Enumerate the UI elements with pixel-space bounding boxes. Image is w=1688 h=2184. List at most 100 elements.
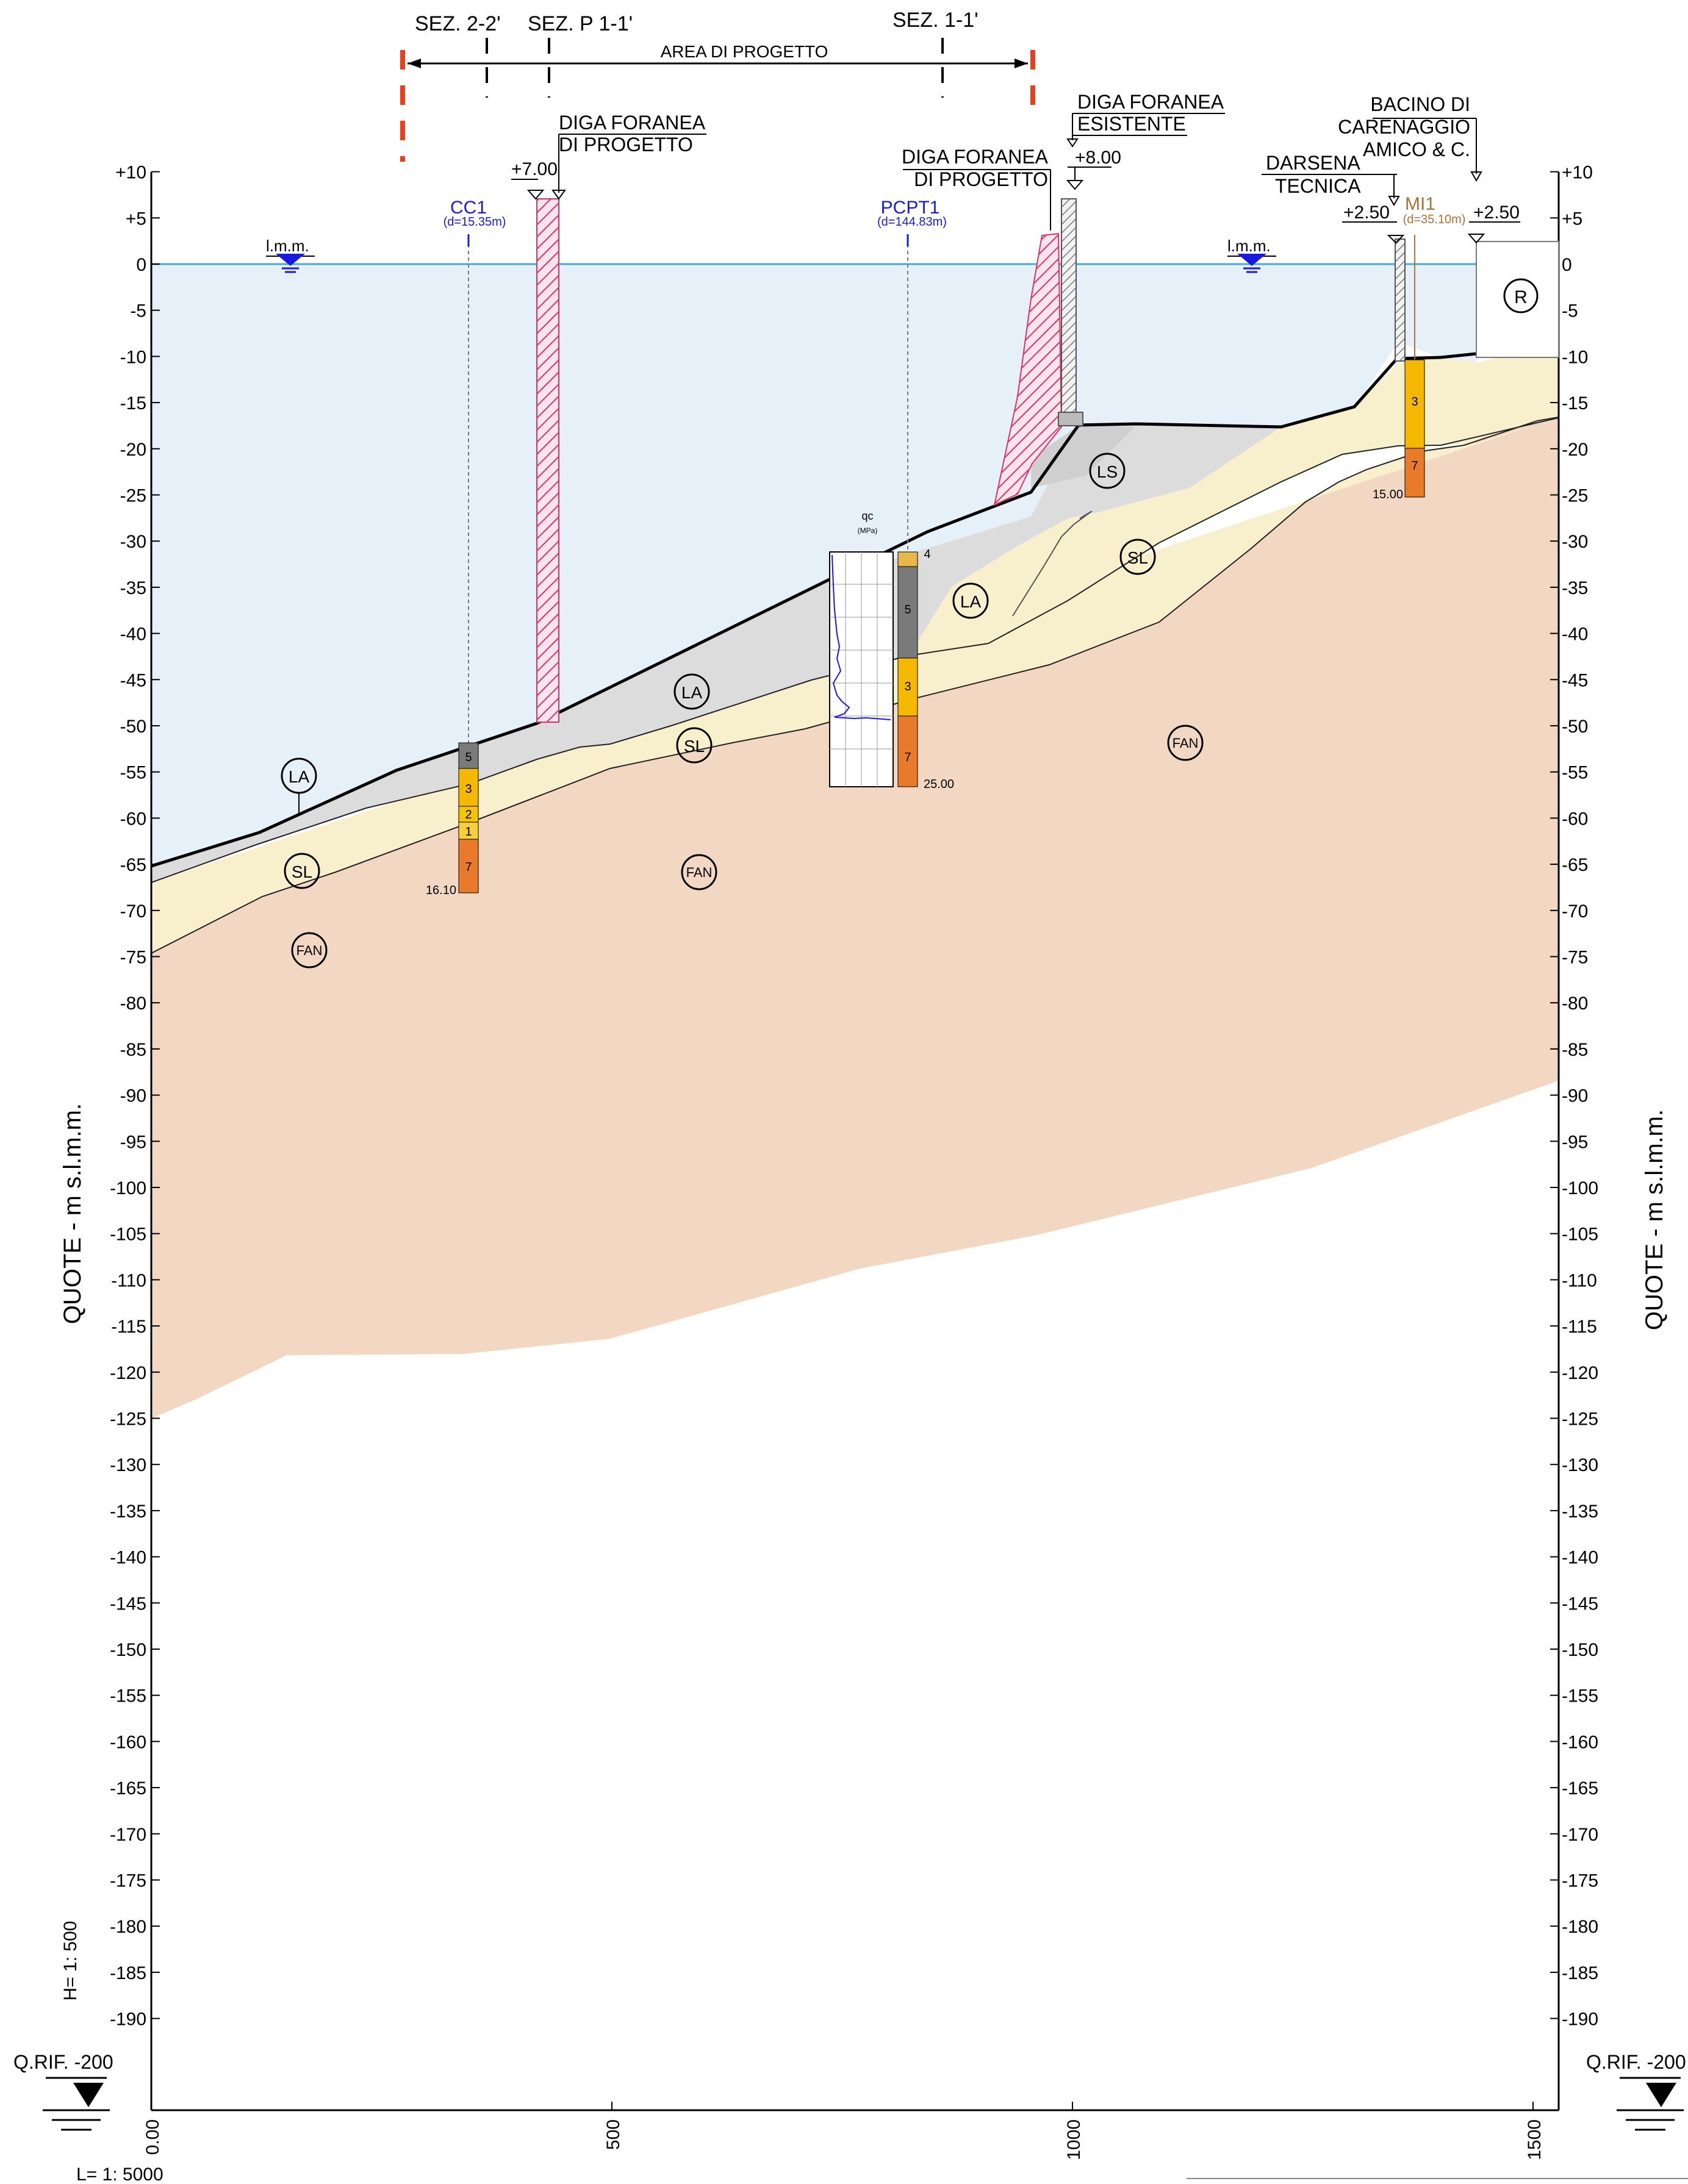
left-tick-label: -85 — [120, 1040, 146, 1060]
sea-level-marker-right: l.m.m. — [1227, 237, 1276, 273]
bottom-tick-label: 1500 — [1525, 2119, 1545, 2160]
unit-label-sl-1: SL — [284, 853, 320, 889]
mi1-layer-3-label: 3 — [1411, 395, 1418, 409]
qc-unit: (MPa) — [858, 526, 878, 535]
unit-label-sl-3: SL — [1119, 539, 1156, 575]
unit-label-fan-1: FAN — [291, 932, 328, 968]
left-tick-label: -100 — [110, 1178, 146, 1198]
existing-breakwater-label-b: ESISTENTE — [1077, 113, 1186, 135]
existing-breakwater-base — [1058, 412, 1083, 426]
left-tick-label: -95 — [120, 1132, 146, 1152]
left-tick-label: -25 — [120, 486, 146, 506]
cc1-layer-7 — [458, 839, 479, 893]
unit-label-sl-2: SL — [676, 727, 713, 764]
left-tick-label: -170 — [110, 1825, 146, 1845]
darsena-wall — [1395, 238, 1406, 362]
right-tick-label: -185 — [1562, 1963, 1598, 1983]
cc1-layer-2-label: 2 — [465, 808, 472, 822]
left-tick-label: -185 — [110, 1963, 146, 1983]
bacino-elev-mark — [1467, 234, 1485, 244]
pcpt1-layer-5 — [897, 566, 918, 659]
bacino-label-c: AMICO & C. — [1363, 138, 1470, 160]
left-tick-label: -70 — [120, 901, 146, 922]
right-tick-label: -180 — [1562, 1917, 1598, 1937]
sea-level-label-left: l.m.m. — [266, 237, 309, 255]
left-tick-label: -190 — [110, 2010, 146, 2030]
existing-breakwater — [1061, 198, 1077, 424]
pcpt1-layer-4 — [897, 551, 918, 567]
mi1-layer-3 — [1404, 359, 1425, 449]
new-breakwater-2-label-b: DI PROGETTO — [914, 168, 1048, 190]
right-tick-label: -105 — [1562, 1225, 1598, 1245]
cc1-layer-1-label: 1 — [465, 825, 472, 839]
right-tick-label: 0 — [1562, 255, 1572, 275]
left-tick-label: -130 — [110, 1455, 146, 1475]
svg-text:SL: SL — [1127, 548, 1148, 567]
right-tick-label: -190 — [1562, 2010, 1598, 2030]
left-tick-label: -155 — [110, 1686, 146, 1706]
svg-text:SL: SL — [684, 737, 705, 756]
reference-datum-left: Q.RIF. -200 — [13, 2051, 113, 2131]
cc1-layer-2 — [458, 806, 479, 823]
left-tick-label: -180 — [110, 1917, 146, 1937]
area-arrow-right — [1015, 59, 1028, 68]
bottom-tick-label: 0.00 — [143, 2119, 163, 2155]
cc1-depth: 16.10 — [426, 884, 456, 897]
right-tick-label: -5 — [1562, 301, 1578, 321]
qc-title: qc — [861, 510, 873, 522]
left-tick-label: -110 — [111, 1270, 146, 1291]
new-breakwater-1-arrow — [551, 190, 566, 200]
rubble-mound — [1031, 425, 1135, 488]
right-tick-label: -165 — [1562, 1778, 1598, 1799]
pcpt1-layer-3-label: 3 — [904, 680, 911, 693]
left-tick-label: -175 — [110, 1871, 146, 1891]
left-tick-label: -105 — [110, 1225, 146, 1245]
left-tick-label: 0 — [136, 255, 146, 275]
left-tick-label: -120 — [110, 1363, 146, 1383]
svg-text:LA: LA — [681, 683, 703, 702]
sl-fan-contact — [151, 417, 1559, 954]
cc1-layer-3-label: 3 — [465, 782, 472, 796]
r-marker-label: R — [1514, 287, 1528, 307]
section-1-1-label: SEZ. 1-1' — [892, 9, 979, 32]
right-tick-label: -40 — [1562, 625, 1588, 645]
left-tick-label: -75 — [120, 948, 146, 968]
right-tick-label: -20 — [1562, 440, 1588, 460]
pcpt1-layer-5-label: 5 — [904, 603, 911, 617]
left-tick-label: -115 — [111, 1317, 146, 1337]
left-tick-label: -145 — [110, 1594, 146, 1614]
left-tick-label: -10 — [120, 347, 146, 367]
pcpt1-layer-7-label: 7 — [904, 751, 911, 764]
svg-text:FAN: FAN — [1173, 736, 1199, 751]
section-p-1-1-label: SEZ. P 1-1' — [528, 12, 633, 35]
pcpt1-layer-4-label: 4 — [924, 548, 930, 561]
darsena-elev-mark — [1387, 235, 1405, 244]
right-tick-label: -30 — [1562, 532, 1588, 552]
right-tick-label: -150 — [1562, 1640, 1598, 1660]
reference-datum-right: Q.RIF. -200 — [1586, 2051, 1686, 2131]
bottom-tick-label: 500 — [603, 2119, 623, 2150]
right-tick-label: -140 — [1562, 1548, 1598, 1568]
left-tick-label: -165 — [110, 1778, 146, 1799]
unit-label-ls-1: LS — [1089, 453, 1126, 489]
right-axis-title: QUOTE - m s.l.m.m. — [1641, 1109, 1668, 1330]
borehole-pcpt1: PCPT1 (d=144.83m) qc (MPa) 4 5 3 7 25.00 — [829, 198, 954, 791]
right-tick-label: -110 — [1562, 1270, 1597, 1291]
borehole-mi1: MI1 (d=35.10m) 3 7 15.00 — [1373, 194, 1465, 501]
sl-unit — [151, 345, 1559, 953]
scale-l-label: L= 1: 5000 — [76, 2164, 163, 2184]
r-marker-circle — [1503, 278, 1539, 313]
left-tick-label: -90 — [120, 1086, 146, 1106]
right-tick-label: -15 — [1562, 393, 1588, 414]
right-tick-label: -80 — [1562, 994, 1588, 1014]
area-arrow-left — [408, 59, 421, 68]
section-2-2-label: SEZ. 2-2' — [415, 12, 501, 35]
right-tick-label: -160 — [1562, 1732, 1598, 1752]
bacino-arrow — [1470, 171, 1482, 182]
unit-label-fan-3: FAN — [1167, 725, 1204, 761]
darsena-label-a: DARSENA — [1266, 152, 1360, 174]
reference-left-text: Q.RIF. -200 — [13, 2051, 113, 2073]
existing-breakwater-arrow — [1066, 138, 1079, 148]
left-tick-label: -55 — [120, 763, 146, 783]
new-breakwater-2 — [993, 232, 1063, 506]
